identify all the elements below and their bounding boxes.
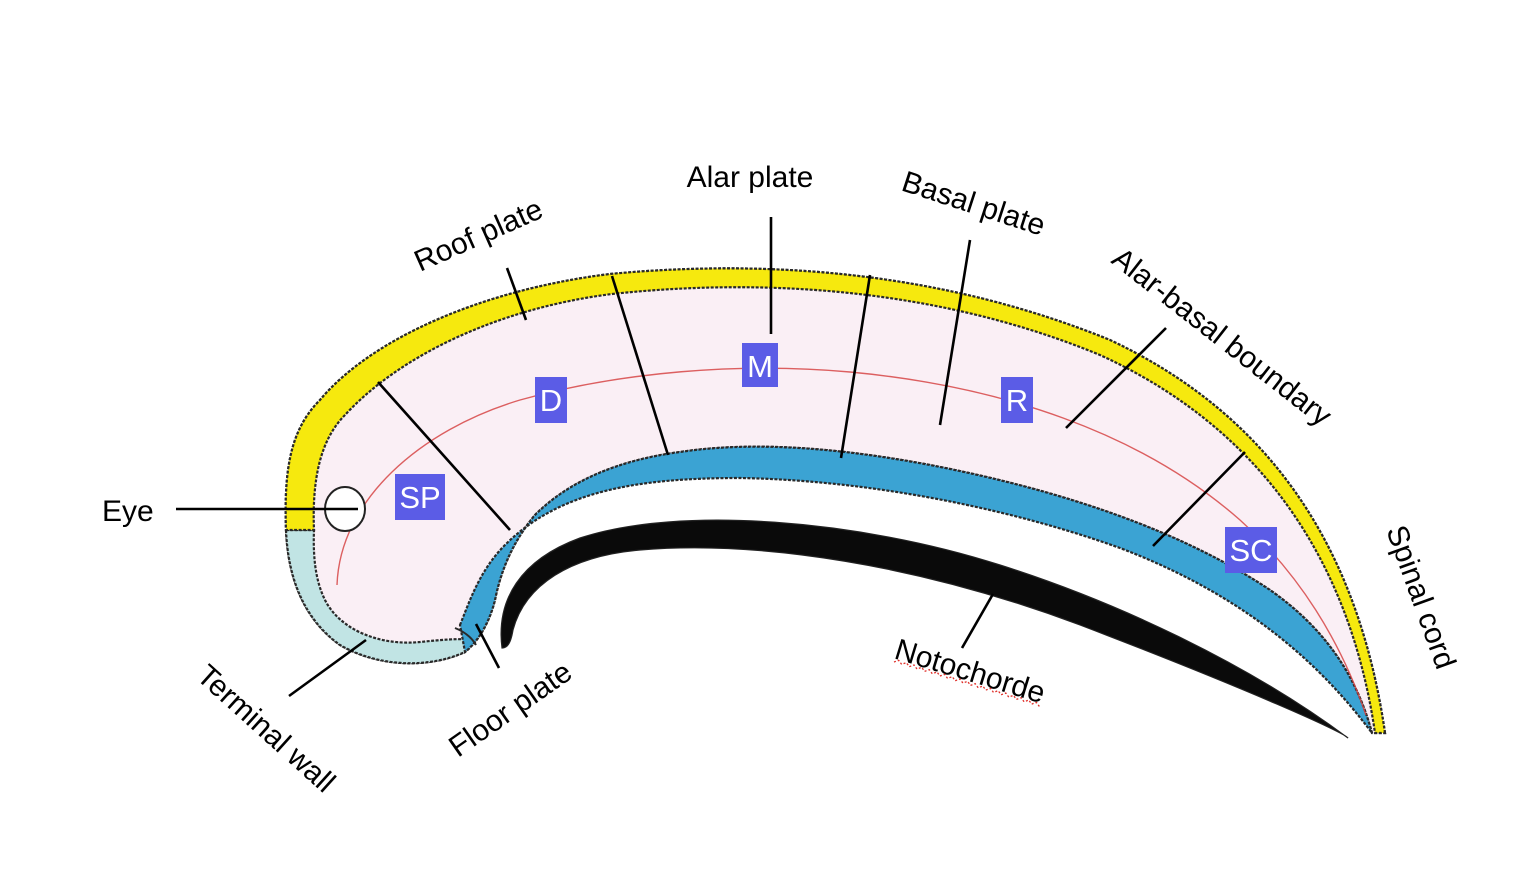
leader-lines <box>176 217 1167 698</box>
floor-plate <box>454 627 477 646</box>
label-eye: Eye <box>102 495 154 528</box>
leader-notochorde <box>960 593 995 649</box>
leader-roof-plate <box>505 267 528 321</box>
region-code-d: D <box>535 377 567 423</box>
terminal-wall <box>284 528 472 665</box>
code-box <box>395 474 445 520</box>
divider-sp-d <box>377 381 511 531</box>
leader-alar-basal-boundary <box>1065 327 1167 429</box>
label-basal-plate: Basal plate <box>898 165 1049 242</box>
basal-plate <box>458 445 1374 734</box>
label-terminal-wall: Terminal wall <box>190 659 341 800</box>
label-alar-plate: Alar plate <box>687 161 814 194</box>
code-sp: SP <box>399 480 440 515</box>
code-d: D <box>540 383 562 418</box>
divider-d-m <box>610 275 670 456</box>
leader-terminal-wall <box>288 638 367 698</box>
code-box <box>535 377 567 423</box>
code-box <box>1001 377 1033 423</box>
region-code-sc: SC <box>1225 527 1277 573</box>
notochorde <box>500 519 1349 739</box>
code-r: R <box>1006 383 1028 418</box>
divider-r-sc <box>1152 451 1246 547</box>
region-code-sp: SP <box>395 474 445 520</box>
code-box <box>1225 527 1277 573</box>
region-code-m: M <box>742 343 778 387</box>
code-box <box>742 343 778 387</box>
region-code-r: R <box>1001 377 1033 423</box>
region-dividers <box>377 274 1246 547</box>
label-roof-plate: Roof plate <box>409 193 547 279</box>
label-spinal-cord: Spinal cord <box>1379 521 1461 673</box>
divider-m-r <box>839 274 872 459</box>
label-floor-plate: Floor plate <box>443 655 578 763</box>
leader-floor-plate <box>474 623 501 669</box>
leader-basal-plate <box>938 239 972 426</box>
roof-plate <box>284 267 1387 735</box>
label-notochorde: Notochorde <box>891 633 1049 710</box>
code-sc: SC <box>1229 533 1272 568</box>
code-m: M <box>747 349 773 384</box>
